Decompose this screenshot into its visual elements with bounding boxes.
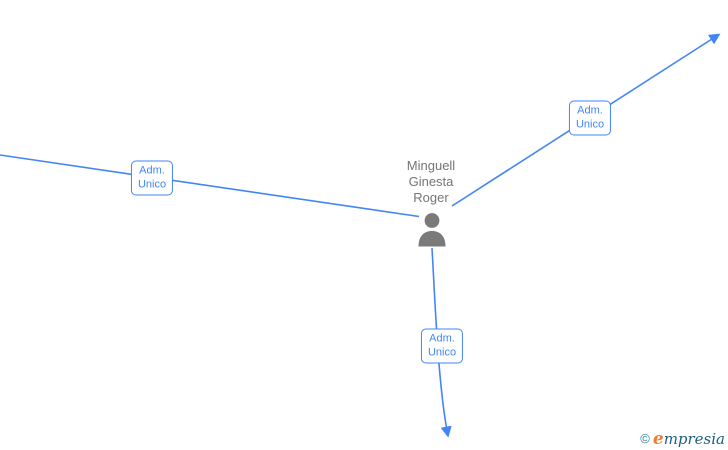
- edge-left-line: [0, 154, 420, 218]
- brand-watermark: ©empresia: [640, 429, 725, 449]
- node-name-line: Minguell: [406, 158, 456, 173]
- node-name: Minguell Ginesta Roger: [370, 158, 492, 206]
- edge-label-bottom[interactable]: Adm. Unico: [420, 328, 464, 364]
- node-name-line: Ginesta: [408, 174, 454, 189]
- edge-label-top-right[interactable]: Adm. Unico: [568, 100, 612, 136]
- brand-first-letter: e: [652, 429, 664, 449]
- copyright-icon: ©: [640, 431, 650, 446]
- edge-label-left[interactable]: Adm. Unico: [130, 160, 174, 196]
- person-icon[interactable]: [418, 213, 446, 247]
- brand-rest: mpresia: [663, 430, 725, 448]
- node-name-line: Roger: [413, 190, 449, 205]
